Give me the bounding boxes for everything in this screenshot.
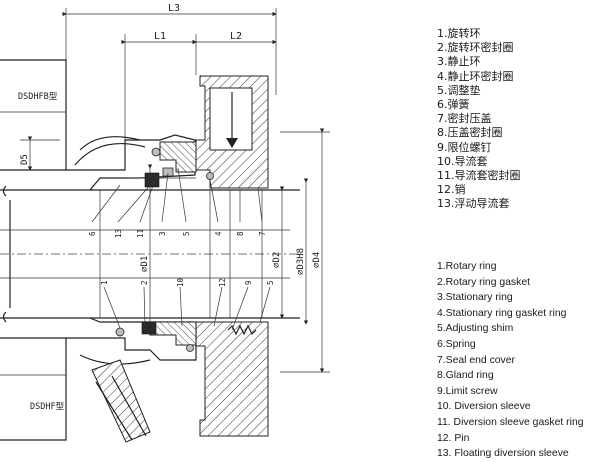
legend-cn-item: 10.导流套 — [437, 154, 488, 168]
callout-6: 6 — [88, 231, 97, 236]
seal-end-cover-bottom — [195, 321, 269, 437]
callout-4: 4 — [214, 231, 223, 236]
legend-en-item: 11. Diversion sleeve gasket ring — [437, 416, 584, 428]
legend-cn-item: 8.压盖密封圈 — [437, 126, 503, 140]
callouts-bottom: 1 2 10 12 9 5 — [100, 277, 275, 287]
legend-cn-item: 1.旋转环 — [437, 27, 481, 40]
shaft — [0, 185, 300, 323]
legend-cn-item: 7.密封压盖 — [437, 112, 492, 126]
dim-d1: ∅D1 — [140, 256, 150, 272]
legend-cn-item: 5.调整垫 — [437, 83, 481, 97]
legend-cn-item: 11.导流套密封圈 — [437, 169, 521, 183]
dim-d4: ∅D4 — [312, 252, 322, 268]
legend-en-item: 10. Diversion sleeve — [437, 401, 531, 413]
dim-d2: ∅D2 — [272, 252, 282, 268]
dim-l3: L3 — [168, 3, 180, 14]
callouts-top: 6 13 11 3 5 4 8 7 — [88, 229, 267, 238]
legend-chinese: 1.旋转环 2.旋转环密封圈 3.静止环 4.静止环密封圈 5.调整垫 6.弹簧… — [437, 27, 521, 212]
callout-8: 8 — [236, 231, 245, 236]
callout-13: 13 — [114, 229, 123, 238]
legend-en-item: 9.Limit screw — [437, 385, 498, 397]
legend-en-item: 3.Stationary ring — [437, 292, 513, 304]
callout-5-top: 5 — [182, 231, 191, 236]
dim-l2: L2 — [230, 31, 242, 42]
callout-9: 9 — [244, 280, 253, 285]
legend-en-item: 6.Spring — [437, 338, 476, 350]
legend-en-item: 8.Gland ring — [437, 370, 494, 382]
legend-en-item: 13. Floating diversion sleeve — [437, 448, 569, 460]
legend-en-item: 7.Seal end cover — [437, 354, 515, 366]
callout-7: 7 — [258, 231, 267, 236]
callout-12: 12 — [218, 278, 227, 287]
legend-cn-item: 12.销 — [437, 183, 466, 197]
rotary-assembly-bottom — [66, 317, 197, 365]
legend-cn-item: 6.弹簧 — [437, 98, 470, 112]
legend-en-item: 5.Adjusting shim — [437, 323, 514, 335]
type-label-top: DSDHFB型 — [18, 92, 58, 102]
legend-english: 1.Rotary ring 2.Rotary ring gasket 3.Sta… — [437, 259, 584, 462]
dim-d5: D5 — [20, 154, 30, 165]
legend-en-item: 1.Rotary ring — [437, 261, 497, 272]
legend-cn-item: 4.静止环密封圈 — [437, 69, 514, 83]
callout-2: 2 — [140, 280, 149, 285]
dim-l1: L1 — [154, 31, 166, 42]
callout-5-bottom: 5 — [266, 280, 275, 285]
seal-end-cover-top — [195, 75, 269, 189]
dim-d3: ∅D3H8 — [296, 248, 306, 275]
legend-cn-item: 13.浮动导流套 — [437, 197, 510, 211]
mechanical-seal-drawing: L3 L1 L2 D5 ∅D1 ∅D2 ∅D3H8 ∅D4 DSDHFB型 DS… — [0, 3, 330, 443]
legend-cn-item: 3.静止环 — [437, 55, 481, 69]
type-label-bottom: DSDHF型 — [30, 402, 65, 412]
leader-lines — [91, 167, 271, 331]
flush-pipe — [91, 359, 151, 443]
dimension-labels: L3 L1 L2 D5 ∅D1 ∅D2 ∅D3H8 ∅D4 — [20, 3, 322, 275]
pump-housing — [0, 59, 67, 441]
callout-3: 3 — [158, 231, 167, 236]
callout-10: 10 — [176, 277, 185, 287]
callout-11: 11 — [136, 229, 145, 238]
legend-en-item: 12. Pin — [437, 432, 470, 444]
legend-en-item: 4.Stationary ring gasket ring — [437, 307, 567, 319]
legend-cn-item: 9.限位螺钉 — [437, 140, 492, 154]
rotary-assembly-top — [66, 134, 214, 191]
legend-en-item: 2.Rotary ring gasket — [437, 276, 530, 288]
legend-cn-item: 2.旋转环密封圈 — [437, 41, 514, 55]
callout-1: 1 — [100, 280, 109, 285]
